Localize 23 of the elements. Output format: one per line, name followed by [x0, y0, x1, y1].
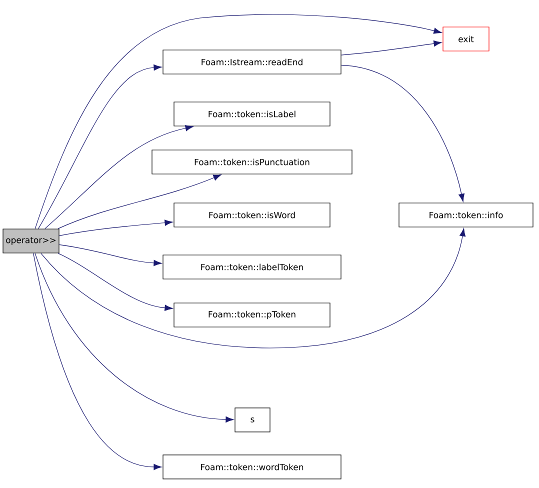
function-box: operator>> — [2, 228, 60, 254]
arrow — [33, 252, 162, 470]
arrow — [58, 174, 222, 229]
arrow — [341, 64, 464, 202]
arrow — [341, 40, 442, 56]
function-box: Foam::token::isLabel — [174, 102, 330, 126]
function-box: exit — [442, 26, 490, 52]
arrow — [44, 125, 194, 229]
arrow — [58, 252, 173, 311]
arrow — [38, 64, 162, 229]
arrow — [40, 228, 466, 348]
function-box: Foam::token::isPunctuation — [152, 150, 352, 174]
arrow — [59, 220, 173, 236]
function-box: s — [234, 408, 270, 432]
function-box: Foam::token::labelToken — [162, 254, 342, 280]
function-box: Foam::token::pToken — [174, 302, 330, 328]
arrow — [34, 252, 234, 422]
arrow — [59, 244, 162, 266]
function-box: Foam::token::wordToken — [162, 454, 342, 480]
function-box: Foam::token::info — [398, 202, 534, 228]
function-box: Foam::token::isWord — [174, 202, 330, 228]
arrow — [34, 14, 442, 229]
function-box: Foam::Istream::readEnd — [162, 50, 342, 74]
